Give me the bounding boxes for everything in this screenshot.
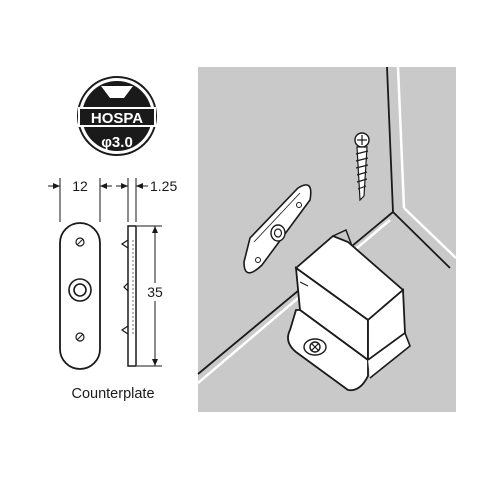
magnetic-catch-body (287, 229, 411, 392)
countersunk-screw-head-icon (101, 86, 133, 98)
width-dimension-label: 12 (72, 178, 88, 194)
counterplate-perspective (243, 184, 312, 274)
counterplate-front-view (59, 222, 101, 370)
height-dimension: 35 (137, 225, 164, 367)
height-dimension-label: 35 (147, 284, 163, 300)
cabinet-corner (197, 66, 457, 384)
counterplate-side-view (120, 225, 137, 367)
thickness-dimension: 1.25 (116, 178, 177, 222)
brand-label: HOSPA (91, 110, 143, 127)
width-dimension: 12 (48, 178, 112, 222)
mounting-screw (354, 132, 370, 202)
counterplate-caption: Counterplate (71, 386, 154, 402)
thickness-dimension-label: 1.25 (150, 178, 177, 194)
hospa-screw-badge: HOSPA φ3.0 (77, 76, 157, 156)
installation-illustration (197, 66, 457, 412)
screw-diameter-label: φ3.0 (101, 134, 133, 151)
